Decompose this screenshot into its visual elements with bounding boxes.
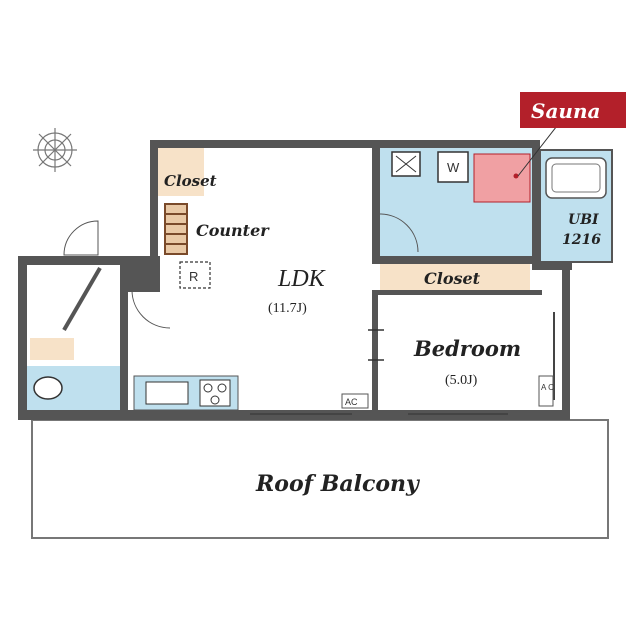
sauna-marker-dot [513, 173, 519, 179]
partition-marks [368, 329, 384, 361]
sauna-room [473, 153, 531, 203]
ubi-size: 1216 [562, 232, 601, 248]
bedroom-size: (5.0J) [445, 373, 478, 388]
sauna-callout-box [520, 92, 626, 128]
stove-icon [199, 379, 231, 407]
ldk-label: LDK [277, 266, 327, 292]
ac-ldk-box [341, 393, 369, 409]
sauna-callout-label: Sauna [531, 99, 600, 123]
entry-stair-line [62, 266, 102, 332]
ac-bedroom-box [538, 375, 554, 407]
ac-bedroom-label: A C [541, 383, 554, 392]
closet-top-area [158, 148, 204, 196]
washer-icon [437, 151, 469, 183]
interior-walls [120, 146, 542, 416]
bedroom-label: Bedroom [413, 336, 521, 361]
counter-label: Counter [196, 221, 270, 240]
door-swing-wet [379, 213, 419, 253]
washer-label: W [447, 160, 460, 175]
refrigerator-label: R [189, 269, 198, 284]
windows [250, 312, 555, 415]
bathtub [545, 157, 607, 199]
door-swing-entry [63, 220, 99, 256]
ldk-size: (11.7J) [268, 301, 307, 316]
door-swing-ldk [131, 289, 171, 329]
roof-balcony-label: Roof Balcony [255, 471, 421, 497]
counter-stairs [164, 203, 188, 255]
toilet-icon [33, 376, 63, 400]
entry-floor [30, 338, 74, 360]
closet-top-label: Closet [164, 172, 217, 190]
ubi-label: UBI [568, 212, 599, 228]
ac-ldk-label: AC [345, 397, 358, 407]
bathtub-inner [551, 163, 601, 193]
kitchen-sink-icon [145, 381, 189, 405]
closet-mid-area [380, 264, 530, 290]
compass-rose-icon [33, 128, 77, 172]
closet-mid-label: Closet [424, 269, 481, 288]
refrigerator-icon [179, 261, 211, 289]
